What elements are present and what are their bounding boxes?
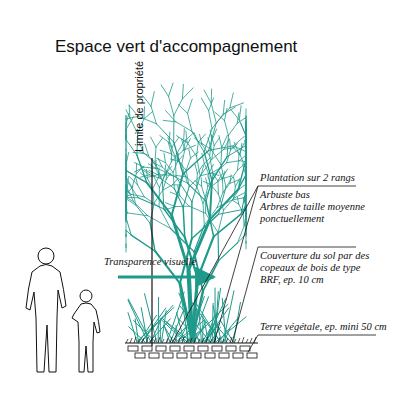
sight-arrow: [118, 276, 214, 279]
tree-label: Arbres de taille moyenne ponctuellement: [260, 201, 380, 225]
shrub-label: Arbuste bas: [260, 189, 390, 201]
sight-label: Transparence visuelle: [104, 256, 214, 268]
property-line: [151, 158, 152, 346]
people-silhouette: [26, 248, 100, 372]
mulch-label: Couverture du sol par des copeaux de boi…: [260, 250, 372, 286]
topsoil-label: Terre végétale, ep. mini 50 cm: [260, 321, 394, 333]
soil-section: [125, 337, 258, 358]
planting-label: Plantation sur 2 rangs: [260, 172, 390, 184]
property-label: Limite de propriété: [133, 61, 145, 152]
title: Espace vert d'accompagnement: [55, 37, 297, 57]
